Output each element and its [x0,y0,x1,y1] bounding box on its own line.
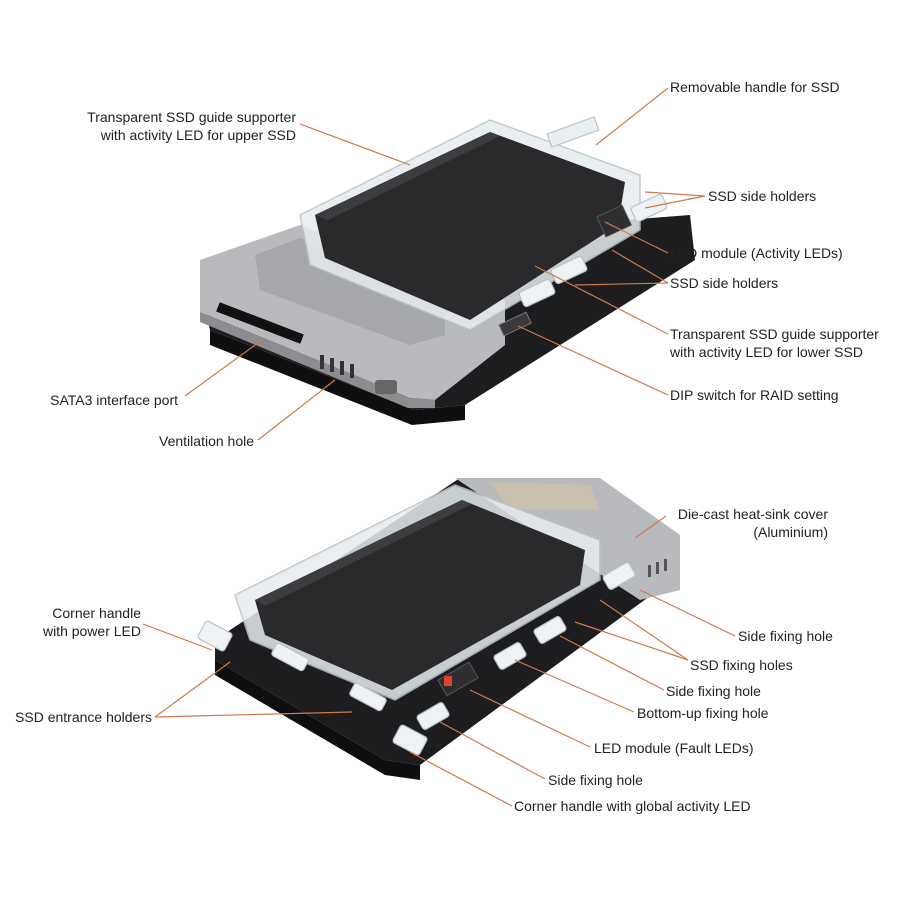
bottom-side-post-a [602,562,636,590]
callout-text: Removable handle for SSD [670,79,840,95]
bottom-corner-handle-global [392,724,428,756]
callout-text: Transparent SSD guide supporter [87,109,296,125]
top-side-holder-c [518,278,556,308]
top-heatsink-face [200,312,435,408]
callout-side-holders-lower: SSD side holders [670,274,778,292]
top-heatsink-hump [255,238,445,345]
callout-ssd-fixing: SSD fixing holes [690,656,793,674]
bottom-led-module [437,661,479,697]
callout-text: Ventilation hole [159,433,254,449]
callout-entrance-holders: SSD entrance holders [4,708,152,726]
callout-text: Corner handle [52,605,141,621]
callout-side-fixing-3: Side fixing hole [548,771,643,789]
bottom-entrance-holder-b [349,682,387,712]
callout-text: SSD entrance holders [15,709,152,725]
callout-text: Side fixing hole [548,772,643,788]
top-led-module [595,204,633,238]
bottom-pcb-edge [215,660,420,780]
top-side-holder-b [550,255,588,285]
callout-side-holders-upper: SSD side holders [708,187,816,205]
callout-text: with power LED [42,623,141,639]
bottom-ssd-highlight [255,500,472,606]
top-device [200,116,695,425]
callout-text: DIP switch for RAID setting [670,387,839,403]
callout-led-activity: LED module (Activity LEDs) [670,244,843,262]
callout-guide-upper: Transparent SSD guide supporter with act… [60,108,296,144]
callout-text: LED module (Fault LEDs) [594,740,754,756]
callout-corner-power: Corner handle with power LED [20,604,141,640]
callout-text: Corner handle with global activity LED [514,798,751,814]
bottom-device [197,478,680,780]
callout-text: Side fixing hole [738,628,833,644]
bottom-ventilation [648,559,667,577]
callout-dip-switch: DIP switch for RAID setting [670,386,839,404]
callout-text: Side fixing hole [666,683,761,699]
callout-text: with activity LED for lower SSD [670,344,863,360]
callout-text: SSD side holders [670,275,779,291]
leader-lines [142,87,736,807]
callout-text: Transparent SSD guide supporter [670,326,879,342]
callout-text: (Aluminium) [753,524,828,540]
callout-text: SSD side holders [708,188,817,204]
callout-text: Bottom-up fixing hole [637,705,769,721]
callout-led-fault: LED module (Fault LEDs) [594,739,754,757]
callout-bottom-up: Bottom-up fixing hole [637,704,769,722]
callout-heatsink: Die-cast heat-sink cover (Aluminium) [640,505,828,541]
callout-text: SATA3 interface port [50,392,178,408]
callout-removable-handle: Removable handle for SSD [670,78,840,96]
callout-guide-lower: Transparent SSD guide supporter with act… [670,325,879,361]
top-removable-handle [546,116,600,148]
top-side-holder-a [630,193,668,223]
bottom-side-post-b [533,616,567,644]
top-port-cover [375,380,397,394]
bottom-corner-handle-power [197,620,233,652]
top-ssd-highlight [315,132,500,220]
bottom-ssd [255,500,585,690]
top-ventilation [320,355,354,378]
top-pcb-edge [210,330,465,425]
bottom-side-post-d [416,702,450,730]
bottom-fault-led [444,676,452,686]
bottom-side-post-c [493,642,527,670]
callout-sata-port: SATA3 interface port [20,391,178,409]
callout-side-fixing-1: Side fixing hole [738,627,833,645]
callout-text: LED module (Activity LEDs) [670,245,843,261]
bottom-heatsink-top [490,482,600,510]
callout-side-fixing-2: Side fixing hole [666,682,761,700]
top-dip-switch [498,311,532,337]
top-sata-port [216,302,304,344]
callout-ventilation: Ventilation hole [100,432,254,450]
callout-text: with activity LED for upper SSD [100,127,296,143]
callout-corner-global: Corner handle with global activity LED [514,797,751,815]
callout-text: SSD fixing holes [690,657,793,673]
bottom-entrance-holder-a [271,642,309,672]
callout-text: Die-cast heat-sink cover [677,506,828,522]
